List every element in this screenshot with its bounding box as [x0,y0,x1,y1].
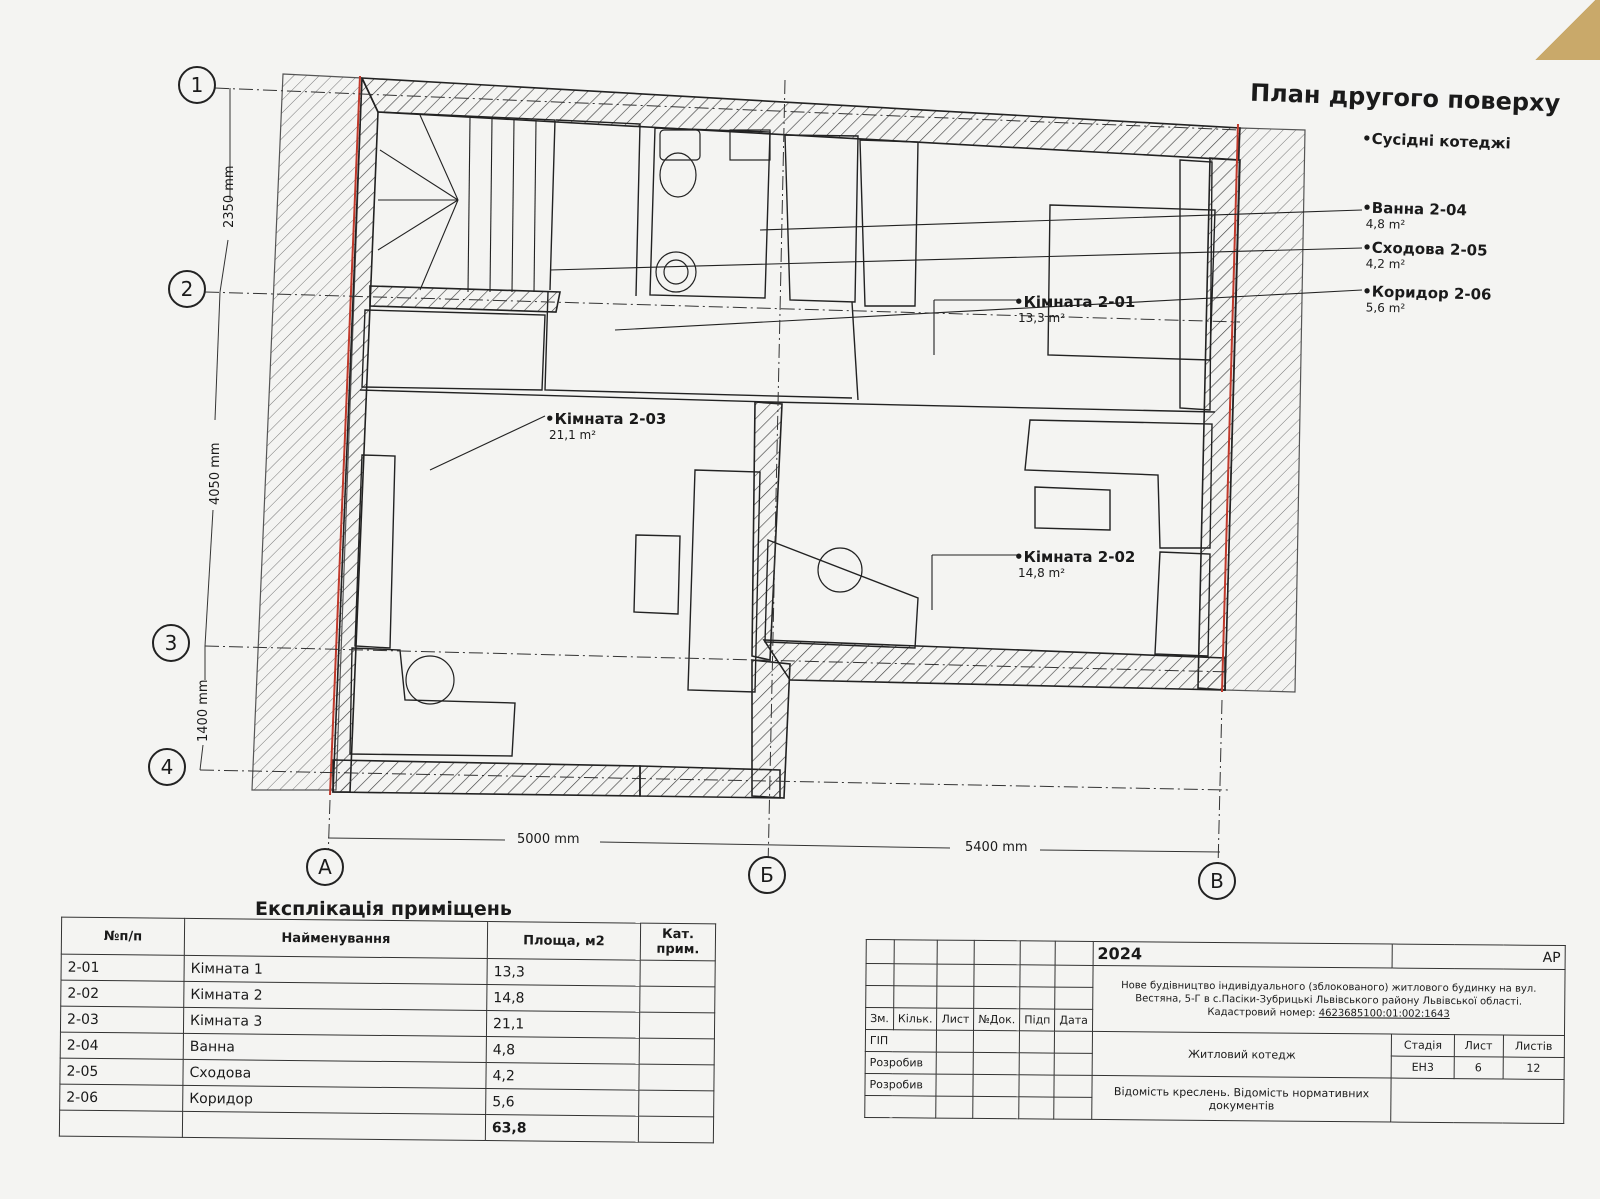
axis-v: В [1198,862,1236,900]
cell-category [639,960,716,987]
axis-3: 3 [152,624,190,662]
axis-2: 2 [168,270,206,308]
hdr-sheets: Листів [1502,1035,1565,1058]
cell-number: 2-04 [60,1032,184,1060]
cell-name: Кімната 1 [183,955,488,985]
cell-area: 13,3 [486,958,641,987]
dim-4050: 4050 mm [208,442,223,505]
cell-name: Сходова [182,1059,487,1089]
explication-table: №п/п Найменування Площа, м2 Кат. прим. 2… [59,917,716,1144]
axis-4: 4 [148,748,186,786]
cell-category [638,1064,715,1091]
axis-a: А [306,848,344,886]
role-gip: ГІП [865,1029,937,1053]
hdr-ndok: №Док. [973,1008,1020,1031]
cell-number: 2-02 [60,980,184,1008]
title-block: 2024 АР Нове будівництво індивідуального… [864,939,1566,1124]
explication-title: Експлікація приміщень [255,898,512,920]
cell-area: 14,8 [486,984,640,1013]
cell-name: Коридор [182,1085,486,1115]
hdr-stage: Стадія [1391,1034,1455,1057]
dim-1400: 1400 mm [196,679,211,742]
cell-name: Кімната 2 [183,981,487,1011]
col-header-category: Кат. прим. [640,923,716,961]
cell-number: 2-06 [59,1084,183,1112]
stage-value: ЕН3 [1391,1056,1455,1079]
doc-code: АР [1392,944,1566,970]
hdr-pidp: Підп [1019,1008,1056,1032]
cell-number: 2-01 [61,954,185,982]
cell-category [638,1090,714,1117]
role-developer-2: Розробив [864,1073,937,1097]
table-surface [1530,0,1600,60]
building-name: Житловий котедж [1091,1031,1392,1079]
col-header-area: Площа, м2 [487,921,641,961]
cell-category [639,1038,715,1065]
walls [332,77,1241,799]
hdr-zm: Зм. [865,1007,894,1030]
cell-area: 4,8 [486,1036,640,1065]
col-header-number: №п/п [61,917,185,956]
cell-number: 2-05 [59,1058,184,1086]
axis-b: Б [748,856,786,894]
sheet-name: Відомість креслень. Відомість нормативни… [1091,1075,1392,1123]
cell-number: 2-03 [60,1006,184,1034]
hdr-lyst: Лист [936,1008,974,1031]
cell-area: 21,1 [486,1010,640,1039]
dim-5000: 5000 mm [517,832,580,847]
project-description: Нове будівництво індивідуального (зблоко… [1092,965,1566,1036]
sheets-value: 12 [1502,1057,1565,1080]
sheet-value: 6 [1453,1056,1503,1080]
cell-area: 4,2 [485,1062,640,1091]
hdr-sheet: Лист [1454,1034,1504,1058]
cell-area: 5,6 [485,1088,639,1117]
cell-category [639,986,715,1013]
cell-category [639,1012,715,1039]
role-developer-1: Розробив [865,1051,937,1075]
axis-1: 1 [178,66,216,104]
year: 2024 [1092,941,1393,969]
hdr-data: Дата [1054,1009,1093,1032]
col-header-name: Найменування [184,918,488,959]
total-area: 63,8 [485,1114,639,1143]
dim-5400: 5400 mm [965,840,1028,855]
dim-2350: 2350 mm [222,165,237,228]
cell-name: Кімната 3 [183,1007,487,1037]
cell-name: Ванна [183,1033,487,1063]
hdr-kilk: Кільк. [893,1007,938,1031]
